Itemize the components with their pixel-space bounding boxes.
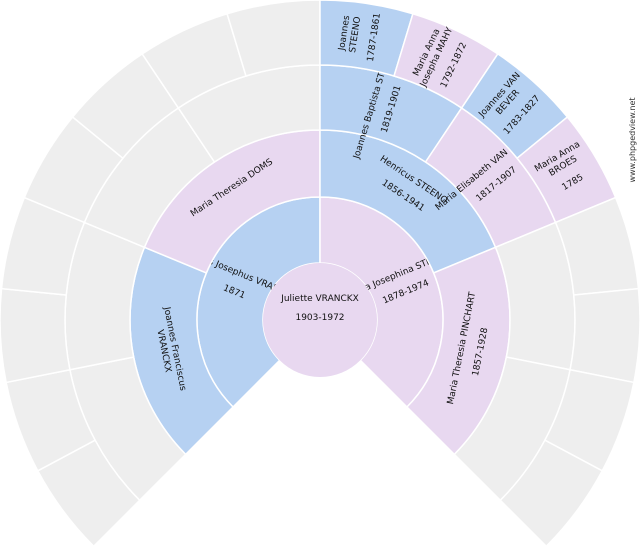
empty-segment <box>569 287 640 384</box>
empty-segment <box>499 439 604 548</box>
root-person-circle <box>263 263 377 377</box>
watermark: www.phpgedview.net <box>628 97 637 182</box>
empty-segment <box>0 287 71 384</box>
empty-segment-shape <box>569 287 640 384</box>
root-person[interactable]: Juliette VRANCKX 1903-1972 <box>263 263 377 377</box>
root-person-name: Juliette VRANCKX <box>280 294 359 304</box>
empty-segment-shape <box>499 439 604 548</box>
root-person-dates: 1903-1972 <box>295 313 344 323</box>
empty-segment-shape <box>0 287 71 384</box>
